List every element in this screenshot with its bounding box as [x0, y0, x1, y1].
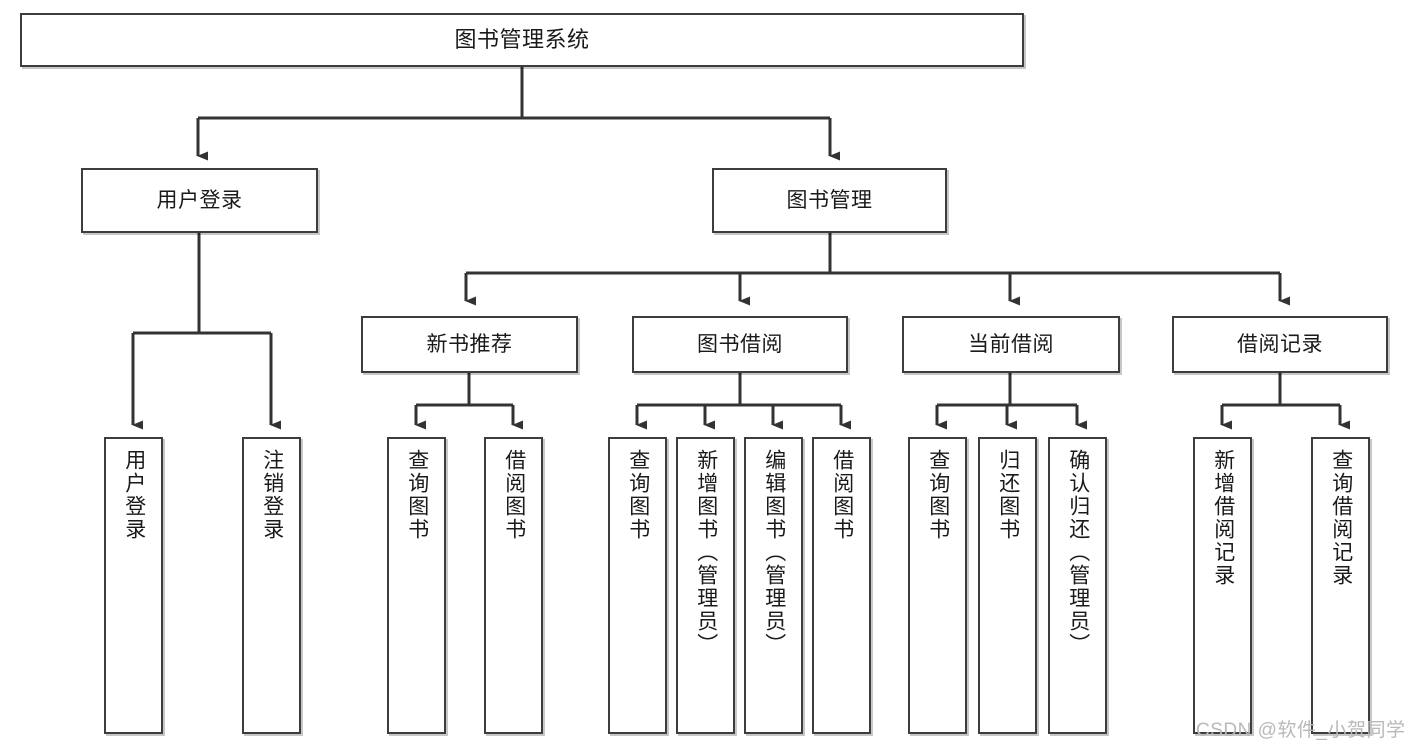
leaf-recommend-borrow-book[interactable]: 借阅图书 — [484, 437, 543, 734]
node-book-borrow-label: 图书借阅 — [697, 332, 783, 356]
node-book-borrow[interactable]: 图书借阅 — [632, 316, 848, 373]
leaf-borrow-borrow-book[interactable]: 借阅图书 — [812, 437, 871, 734]
leaf-user-login-logout-label: 注销登录 — [260, 449, 284, 541]
leaf-borrow-edit-book-label: 编辑图书（管理员） — [762, 449, 786, 656]
leaf-borrow-query-book-label: 查询图书 — [626, 449, 650, 541]
leaf-current-confirm-return[interactable]: 确认归还（管理员） — [1048, 437, 1107, 734]
node-user-login[interactable]: 用户登录 — [81, 168, 318, 233]
leaf-user-login-login-label: 用户登录 — [122, 449, 146, 541]
node-book-management-label: 图书管理 — [786, 188, 873, 212]
node-borrow-record[interactable]: 借阅记录 — [1172, 316, 1388, 373]
leaf-current-return-book-label: 归还图书 — [996, 449, 1020, 541]
node-borrow-record-label: 借阅记录 — [1237, 332, 1323, 356]
node-current-borrow-label: 当前借阅 — [968, 332, 1054, 356]
leaf-current-return-book[interactable]: 归还图书 — [978, 437, 1037, 734]
leaf-borrow-add-book-label: 新增图书（管理员） — [694, 449, 718, 656]
leaf-record-query-record[interactable]: 查询借阅记录 — [1311, 437, 1370, 734]
node-root-label: 图书管理系统 — [454, 26, 590, 52]
leaf-recommend-query-book-label: 查询图书 — [405, 449, 429, 541]
node-user-login-label: 用户登录 — [156, 188, 243, 212]
leaf-record-add-record-label: 新增借阅记录 — [1211, 449, 1235, 587]
node-book-management[interactable]: 图书管理 — [712, 168, 947, 233]
leaf-borrow-add-book[interactable]: 新增图书（管理员） — [676, 437, 735, 734]
leaf-borrow-edit-book[interactable]: 编辑图书（管理员） — [744, 437, 803, 734]
leaf-current-query-book[interactable]: 查询图书 — [908, 437, 967, 734]
leaf-current-confirm-return-label: 确认归还（管理员） — [1066, 449, 1090, 656]
leaf-user-login-logout[interactable]: 注销登录 — [242, 437, 301, 734]
leaf-record-add-record[interactable]: 新增借阅记录 — [1193, 437, 1252, 734]
node-root[interactable]: 图书管理系统 — [20, 13, 1024, 67]
leaf-borrow-borrow-book-label: 借阅图书 — [830, 449, 854, 541]
leaf-current-query-book-label: 查询图书 — [926, 449, 950, 541]
leaf-recommend-query-book[interactable]: 查询图书 — [387, 437, 446, 734]
node-current-borrow[interactable]: 当前借阅 — [902, 316, 1120, 373]
leaf-recommend-borrow-book-label: 借阅图书 — [502, 449, 526, 541]
node-new-book-recommend[interactable]: 新书推荐 — [361, 316, 578, 373]
leaf-user-login-login[interactable]: 用户登录 — [104, 437, 163, 734]
leaf-record-query-record-label: 查询借阅记录 — [1329, 449, 1353, 587]
leaf-borrow-query-book[interactable]: 查询图书 — [608, 437, 667, 734]
node-new-book-recommend-label: 新书推荐 — [426, 332, 513, 356]
